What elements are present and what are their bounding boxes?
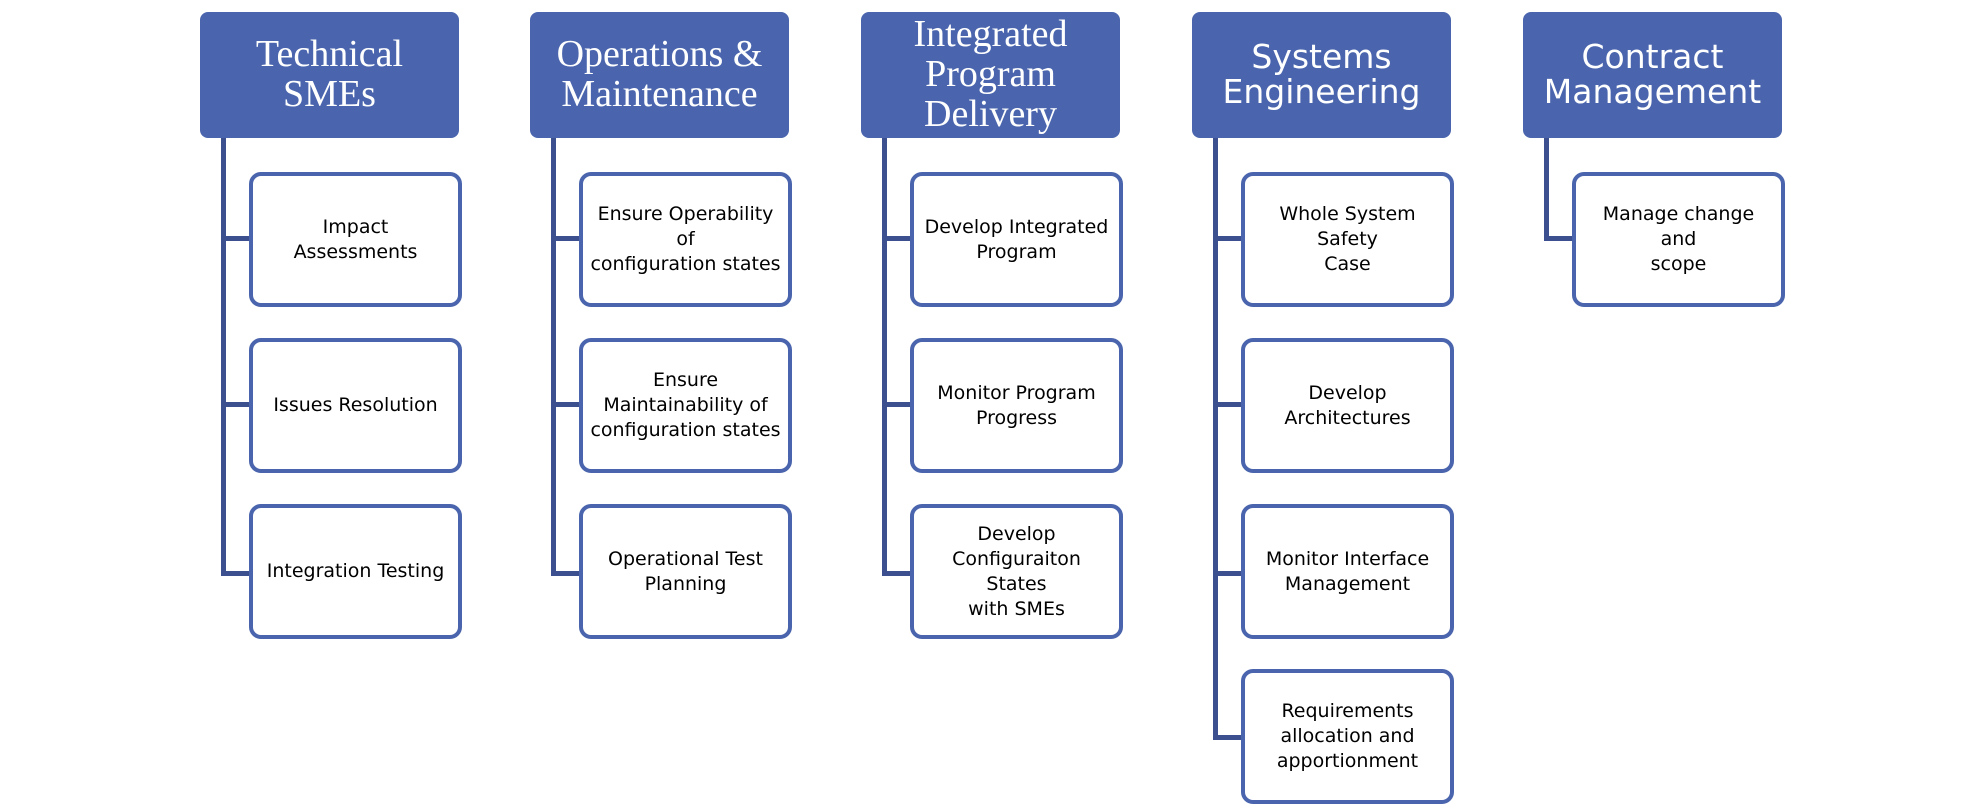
item-impact-assessments: Impact Assessments bbox=[249, 172, 462, 307]
connector-branch bbox=[882, 571, 912, 576]
item-label: Issues Resolution bbox=[273, 394, 438, 416]
header-integrated-program-delivery: Integrated Program Delivery bbox=[861, 12, 1120, 138]
item-manage-change-scope: Manage change and scope bbox=[1572, 172, 1785, 307]
connector-branch bbox=[221, 571, 251, 576]
item-develop-configuration-states: Develop Configuraiton States with SMEs bbox=[910, 504, 1123, 639]
column-contract-management: Contract Management Manage change and sc… bbox=[1523, 0, 1853, 805]
connector-branch bbox=[551, 402, 581, 407]
connector-trunk bbox=[551, 138, 556, 576]
header-contract-management: Contract Management bbox=[1523, 12, 1782, 138]
item-label: Ensure Maintainability of configuration … bbox=[590, 369, 781, 441]
item-label: Develop Integrated Program bbox=[924, 215, 1109, 263]
item-operational-test-planning: Operational Test Planning bbox=[579, 504, 792, 639]
item-label: Impact Assessments bbox=[293, 215, 418, 263]
header-label: Technical SMEs bbox=[255, 33, 404, 115]
connector-trunk bbox=[1213, 138, 1218, 740]
item-label: Manage change and scope bbox=[1602, 203, 1755, 275]
item-label: Develop Configuraiton States with SMEs bbox=[952, 522, 1081, 620]
item-issues-resolution: Issues Resolution bbox=[249, 338, 462, 473]
header-label: Operations & Maintenance bbox=[556, 33, 763, 115]
connector-trunk bbox=[221, 138, 226, 576]
connector-branch bbox=[1544, 236, 1574, 241]
connector-trunk bbox=[1544, 138, 1549, 241]
item-develop-integrated-program: Develop Integrated Program bbox=[910, 172, 1123, 307]
header-label: Contract Management bbox=[1543, 37, 1762, 111]
header-label: Systems Engineering bbox=[1222, 37, 1421, 111]
connector-branch bbox=[1213, 402, 1243, 407]
header-systems-engineering: Systems Engineering bbox=[1192, 12, 1451, 138]
column-systems-engineering: Systems Engineering Whole System Safety … bbox=[1192, 0, 1522, 805]
item-label: Whole System Safety Case bbox=[1279, 203, 1416, 275]
item-integration-testing: Integration Testing bbox=[249, 504, 462, 639]
item-label: Ensure Operability of configuration stat… bbox=[590, 203, 781, 275]
column-integrated-program-delivery: Integrated Program Delivery Develop Inte… bbox=[861, 0, 1191, 805]
item-label: Monitor Program Progress bbox=[937, 381, 1096, 429]
connector-trunk bbox=[882, 138, 887, 576]
item-whole-system-safety-case: Whole System Safety Case bbox=[1241, 172, 1454, 307]
connector-branch bbox=[1213, 571, 1243, 576]
connector-branch bbox=[551, 236, 581, 241]
column-operations-maintenance: Operations & Maintenance Ensure Operabil… bbox=[530, 0, 860, 805]
connector-branch bbox=[882, 236, 912, 241]
connector-branch bbox=[882, 402, 912, 407]
item-label: Develop Architectures bbox=[1284, 381, 1411, 429]
item-label: Integration Testing bbox=[266, 560, 445, 582]
item-develop-architectures: Develop Architectures bbox=[1241, 338, 1454, 473]
item-requirements-allocation: Requirements allocation and apportionmen… bbox=[1241, 669, 1454, 804]
item-ensure-maintainability: Ensure Maintainability of configuration … bbox=[579, 338, 792, 473]
column-technical-smes: Technical SMEs Impact Assessments Issues… bbox=[200, 0, 530, 805]
item-label: Requirements allocation and apportionmen… bbox=[1276, 700, 1419, 772]
item-label: Monitor Interface Management bbox=[1265, 547, 1430, 595]
connector-branch bbox=[551, 571, 581, 576]
connector-branch bbox=[221, 236, 251, 241]
item-monitor-program-progress: Monitor Program Progress bbox=[910, 338, 1123, 473]
header-label: Integrated Program Delivery bbox=[913, 13, 1068, 135]
header-operations-maintenance: Operations & Maintenance bbox=[530, 12, 789, 138]
connector-branch bbox=[1213, 735, 1243, 740]
connector-branch bbox=[1213, 236, 1243, 241]
item-ensure-operability: Ensure Operability of configuration stat… bbox=[579, 172, 792, 307]
item-monitor-interface-management: Monitor Interface Management bbox=[1241, 504, 1454, 639]
header-technical-smes: Technical SMEs bbox=[200, 12, 459, 138]
item-label: Operational Test Planning bbox=[608, 547, 763, 595]
connector-branch bbox=[221, 402, 251, 407]
